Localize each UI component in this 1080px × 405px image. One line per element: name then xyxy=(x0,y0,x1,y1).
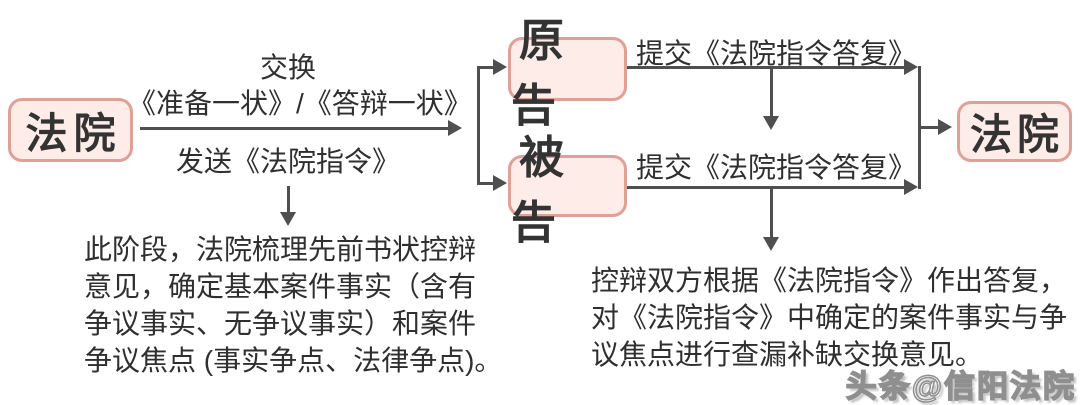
arrowhead-plaintiff-out-icon xyxy=(904,59,918,75)
line-mid-vertical-top xyxy=(770,68,773,118)
line-right-collector xyxy=(918,66,921,189)
arrowhead-branch-plaintiff-icon xyxy=(493,59,507,75)
node-defendant-label: 被告 xyxy=(511,132,573,248)
stage-note: 此阶段，法院梳理先前书状控辩 意见，确定基本案件事实（含有 争议事实、无争议事实… xyxy=(84,234,503,376)
node-court-left-label: 法院 xyxy=(25,109,122,157)
edge-label-send-directive: 发送《法院指令》 xyxy=(175,146,400,177)
arrowhead-mid-vertical-top-icon xyxy=(763,116,779,130)
arrowhead-to-court-right-icon xyxy=(938,119,952,135)
node-court-right: 法院 xyxy=(957,101,1072,162)
line-split-vertical xyxy=(477,66,480,185)
node-court-right-label: 法院 xyxy=(969,111,1064,158)
edge-label-briefs: 《准备一状》/《答辩一状》 xyxy=(128,88,472,119)
node-court-left: 法院 xyxy=(8,98,133,162)
arrowhead-to-reply-note-icon xyxy=(763,237,779,251)
edge-label-submit-reply-bottom: 提交《法院指令答复》 xyxy=(636,152,917,183)
arrowhead-to-stage-note-icon xyxy=(280,212,296,226)
arrowhead-court-to-parties-icon xyxy=(448,120,462,136)
node-plaintiff-label: 原告 xyxy=(511,15,573,131)
arrowhead-defendant-out-icon xyxy=(904,179,918,195)
reply-note: 控辩双方根据《法院指令》作出答复， 对《法院指令》中确定的案件事实与争 议焦点进… xyxy=(591,265,1068,370)
line-to-court-right xyxy=(921,126,939,129)
line-branch-defendant xyxy=(477,182,495,185)
line-to-stage-note xyxy=(287,186,290,214)
line-to-reply-note xyxy=(770,189,773,239)
edge-label-submit-reply-top: 提交《法院指令答复》 xyxy=(636,38,917,69)
edge-label-exchange: 交换 xyxy=(259,52,316,83)
line-branch-plaintiff xyxy=(477,66,495,69)
node-plaintiff: 原告 xyxy=(508,15,627,131)
watermark: 头条@信阳法院 xyxy=(845,368,1076,405)
line-court-to-parties xyxy=(140,127,450,130)
line-defendant-out xyxy=(627,186,907,189)
line-plaintiff-out xyxy=(627,66,907,69)
node-defendant: 被告 xyxy=(508,132,627,248)
arrowhead-branch-defendant-icon xyxy=(493,175,507,191)
